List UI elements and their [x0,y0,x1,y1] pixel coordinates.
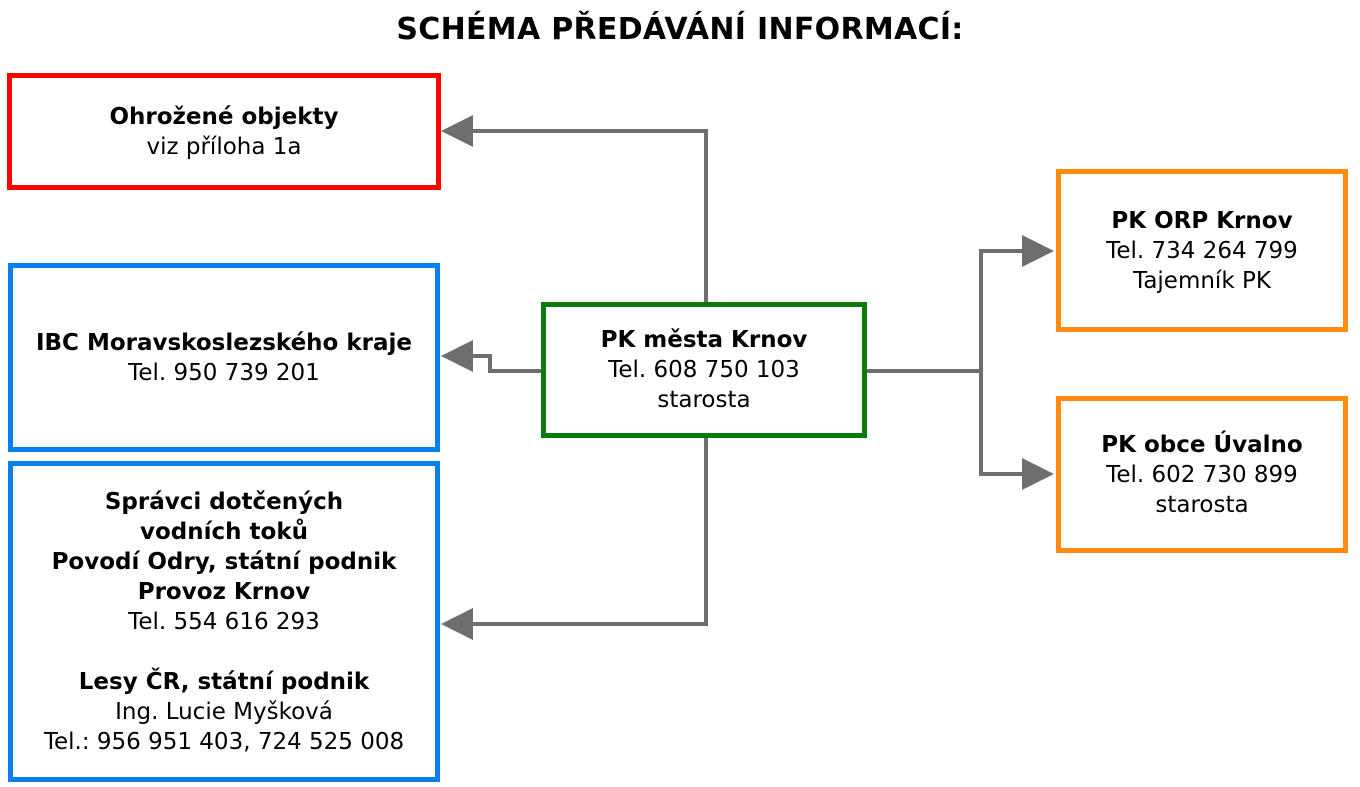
arrow-to-orp-krnov [979,235,1054,371]
watercourse-phone: Tel. 554 616 293 [128,608,320,635]
box-threatened-objects: Ohrožené objekty viz příloha 1a [7,73,441,190]
watercourse-heading-4: Provoz Krnov [137,578,311,605]
forests-heading: Lesy ČR, státní podnik [78,668,370,695]
orp-heading: PK ORP Krnov [1111,207,1293,234]
arrow-to-uvalno [979,371,1054,490]
threatened-heading: Ohrožené objekty [109,103,339,130]
forests-person: Ing. Lucie Myšková [115,698,333,725]
arrow-to-watercourse-managers [441,438,708,640]
orp-role: Tajemník PK [1133,267,1271,294]
uvalno-phone: Tel. 602 730 899 [1106,461,1298,488]
uvalno-role: starosta [1155,491,1249,518]
threatened-reference: viz příloha 1a [146,133,302,160]
box-watercourse-managers: Správci dotčených vodních toků Povodí Od… [8,461,440,782]
ibc-heading: IBC Moravskoslezského kraje [35,329,413,356]
watercourse-heading-2: vodních toků [140,518,308,545]
arrow-to-ibc [441,340,541,373]
arrow-to-threatened-objects [441,115,708,302]
watercourse-heading-3: Povodí Odry, státní podnik [51,548,397,575]
center-heading: PK města Krnov [600,327,808,353]
box-pk-krnov-city: PK města Krnov Tel. 608 750 103 starosta [541,302,867,438]
orp-phone: Tel. 734 264 799 [1106,237,1298,264]
watercourse-heading-1: Správci dotčených [104,488,344,515]
center-role: starosta [657,387,751,413]
box-pk-orp-krnov: PK ORP Krnov Tel. 734 264 799 Tajemník P… [1056,169,1348,332]
uvalno-heading: PK obce Úvalno [1101,431,1303,458]
ibc-phone: Tel. 950 739 201 [128,359,320,386]
box-pk-uvalno: PK obce Úvalno Tel. 602 730 899 starosta [1056,396,1348,553]
center-phone: Tel. 608 750 103 [608,357,800,383]
diagram-title: SCHÉMA PŘEDÁVÁNÍ INFORMACÍ: [396,12,964,47]
box-ibc: IBC Moravskoslezského kraje Tel. 950 739… [8,263,440,452]
forests-phone: Tel.: 956 951 403, 724 525 008 [43,728,405,755]
